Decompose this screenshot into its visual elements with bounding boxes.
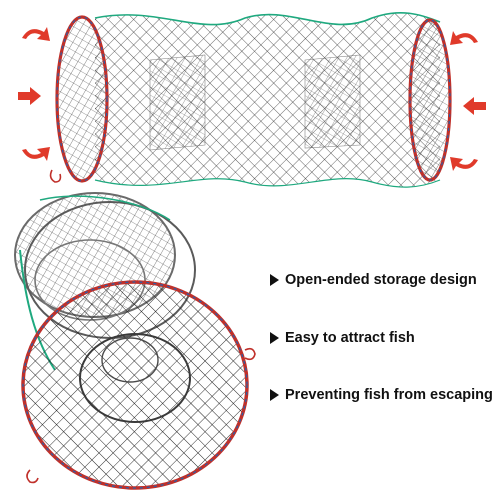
arrow-icon — [18, 87, 41, 105]
feature-prevent-escape: Preventing fish from escaping — [270, 387, 493, 403]
tube-trap — [49, 12, 452, 188]
triangle-bullet-icon — [270, 332, 279, 344]
curved-arrow-icon — [22, 147, 50, 161]
round-trap — [14, 192, 256, 490]
curved-arrow-icon — [450, 157, 478, 171]
feature-label: Preventing fish from escaping — [285, 387, 493, 403]
curved-arrow-icon — [22, 27, 50, 41]
triangle-bullet-icon — [270, 274, 279, 286]
triangle-bullet-icon — [270, 389, 279, 401]
arrow-icon — [463, 97, 486, 115]
feature-label: Easy to attract fish — [285, 330, 415, 346]
feature-label: Open-ended storage design — [285, 272, 477, 288]
curved-arrow-icon — [450, 31, 478, 45]
feature-open-ended: Open-ended storage design — [270, 272, 477, 288]
feature-attract-fish: Easy to attract fish — [270, 330, 415, 346]
